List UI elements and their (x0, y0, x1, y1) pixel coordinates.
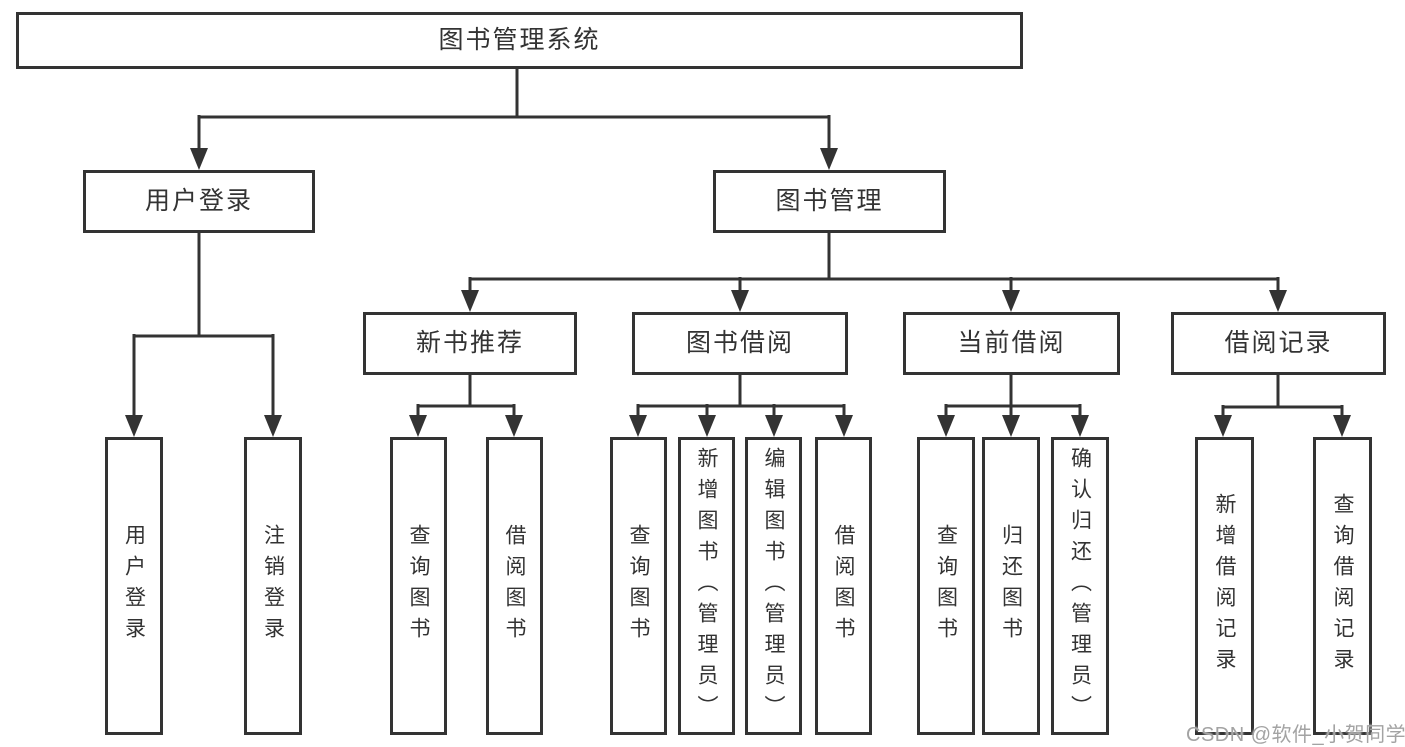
leaf-add-borrow-record: 新增借阅记录 (1195, 437, 1254, 735)
leaf-borrow-books-borrowing: 借阅图书 (815, 437, 872, 735)
node-label: 新书推荐 (415, 329, 524, 357)
leaf-label: 查询借阅记录 (1331, 493, 1354, 679)
node-user-login: 用户登录 (83, 170, 315, 233)
node-label: 用户登录 (144, 187, 253, 215)
leaf-label: 新增借阅记录 (1213, 493, 1236, 679)
leaf-query-books-borrowing: 查询图书 (610, 437, 667, 735)
node-label: 图书管理 (775, 187, 884, 215)
node-library-system: 图书管理系统 (16, 12, 1023, 69)
node-current-borrowing: 当前借阅 (903, 312, 1120, 375)
leaf-query-books-recommend: 查询图书 (390, 437, 447, 735)
leaf-confirm-return-admin: 确认归还（管理员） (1051, 437, 1109, 735)
node-label: 图书管理系统 (438, 26, 601, 54)
leaf-user-login: 用户登录 (105, 437, 163, 735)
leaf-label: 归还图书 (999, 524, 1023, 648)
leaf-label: 用户登录 (122, 524, 146, 648)
leaf-label: 确认归还（管理员） (1068, 446, 1092, 726)
leaf-query-books-current: 查询图书 (917, 437, 975, 735)
leaf-label: 查询图书 (407, 524, 430, 648)
node-book-borrowing: 图书借阅 (632, 312, 848, 375)
leaf-label: 注销登录 (261, 524, 285, 648)
leaf-label: 编辑图书（管理员） (762, 446, 785, 726)
leaf-logout: 注销登录 (244, 437, 302, 735)
node-new-book-recommend: 新书推荐 (363, 312, 577, 375)
node-label: 借阅记录 (1224, 329, 1333, 357)
leaf-label: 新增图书（管理员） (695, 446, 718, 726)
leaf-label: 查询图书 (627, 524, 650, 648)
leaf-add-book-admin: 新增图书（管理员） (678, 437, 735, 735)
leaf-label: 查询图书 (934, 524, 958, 648)
arrowheads (125, 148, 1351, 437)
leaf-borrow-books-recommend: 借阅图书 (486, 437, 543, 735)
leaf-return-books: 归还图书 (982, 437, 1040, 735)
node-borrowing-records: 借阅记录 (1171, 312, 1386, 375)
csdn-watermark: CSDN @软件_小贺同学 (1186, 724, 1405, 746)
node-book-management: 图书管理 (713, 170, 946, 233)
leaf-label: 借阅图书 (832, 524, 855, 648)
leaf-query-borrow-record: 查询借阅记录 (1313, 437, 1372, 735)
leaf-edit-book-admin: 编辑图书（管理员） (745, 437, 802, 735)
node-label: 当前借阅 (957, 329, 1066, 357)
leaf-label: 借阅图书 (503, 524, 526, 648)
node-label: 图书借阅 (685, 329, 794, 357)
